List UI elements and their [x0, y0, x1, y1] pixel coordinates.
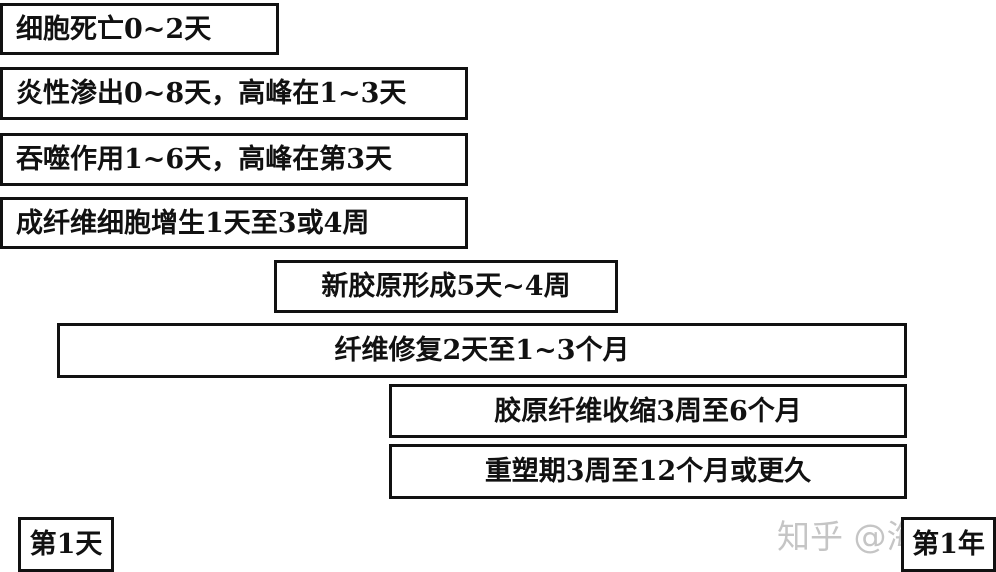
timeline-start-marker: 第1天 [18, 517, 114, 572]
stage-cell-death: 细胞死亡0~2天 [0, 3, 279, 55]
stage-label: 成纤维细胞增生1天至3或4周 [16, 207, 370, 239]
stage-inflammatory-exudation: 炎性渗出0~8天，高峰在1~3天 [0, 67, 468, 120]
stage-fibrous-repair: 纤维修复2天至1~3个月 [57, 323, 907, 378]
stage-phagocytosis: 吞噬作用1~6天，高峰在第3天 [0, 133, 468, 186]
stage-label: 吞噬作用1~6天，高峰在第3天 [16, 144, 392, 175]
stage-label: 纤维修复2天至1~3个月 [334, 335, 630, 366]
stage-fibroblast-proliferation: 成纤维细胞增生1天至3或4周 [0, 197, 468, 249]
stage-label: 炎性渗出0~8天，高峰在1~3天 [16, 78, 407, 109]
stage-collagen-contraction: 胶原纤维收缩3周至6个月 [389, 384, 907, 438]
marker-label: 第1年 [912, 529, 985, 560]
stage-label: 细胞死亡0~2天 [16, 13, 212, 45]
timeline-end-marker: 第1年 [901, 517, 996, 572]
stage-remodeling: 重塑期3周至12个月或更久 [389, 444, 907, 499]
stage-label: 新胶原形成5天~4周 [321, 271, 571, 302]
marker-label: 第1天 [29, 529, 103, 560]
stage-label: 胶原纤维收缩3周至6个月 [494, 395, 802, 427]
stage-new-collagen-formation: 新胶原形成5天~4周 [274, 260, 618, 313]
stage-label: 重塑期3周至12个月或更久 [484, 456, 812, 487]
